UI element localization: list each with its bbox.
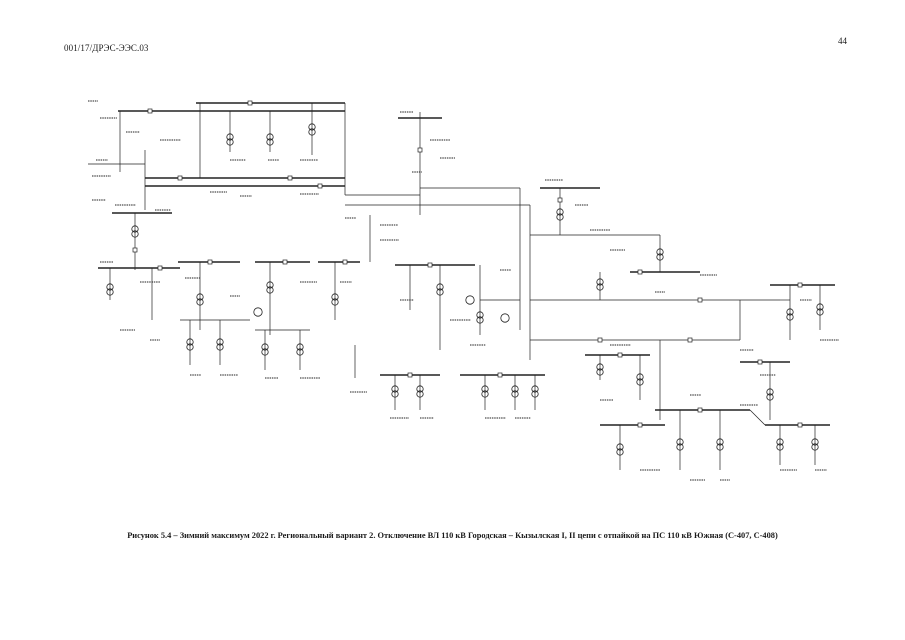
transformer-winding [511, 390, 519, 398]
transformer-winding [308, 123, 316, 131]
transformer-winding [266, 133, 274, 141]
breaker-symbol [697, 297, 703, 303]
figure-caption: Рисунок 5.4 – Зимний максимум 2022 г. Ре… [127, 531, 778, 540]
transformer-winding [636, 378, 644, 386]
page-number: 44 [838, 36, 847, 46]
breaker-symbol [687, 337, 693, 343]
transformer-winding [131, 225, 139, 233]
transformer-winding [511, 385, 519, 393]
schematic-components [88, 100, 839, 481]
transformer-winding [106, 283, 114, 291]
transformer-winding [436, 288, 444, 296]
transformer-winding [266, 286, 274, 294]
transformer-winding [391, 385, 399, 393]
generator-symbol [253, 307, 263, 317]
breaker-symbol [247, 100, 253, 106]
transformer-winding [531, 385, 539, 393]
breaker-symbol [407, 372, 413, 378]
breaker-symbol [317, 183, 323, 189]
transformer-winding [766, 388, 774, 396]
breaker-symbol [282, 259, 288, 265]
transformer-winding [216, 338, 224, 346]
transformer-winding [531, 390, 539, 398]
transformer-winding [776, 443, 784, 451]
transformer-winding [476, 311, 484, 319]
breaker-symbol [637, 269, 643, 275]
generator-symbol [500, 313, 510, 323]
breaker-symbol [147, 108, 153, 114]
transformer-winding [416, 390, 424, 398]
transformer-winding [786, 313, 794, 321]
transformer-winding [261, 348, 269, 356]
transformer-winding [676, 438, 684, 446]
transformer-winding [596, 283, 604, 291]
transformer-winding [596, 363, 604, 371]
transformer-winding [616, 448, 624, 456]
breaker-symbol [757, 359, 763, 365]
transformer-winding [261, 343, 269, 351]
breaker-symbol [157, 265, 163, 271]
transformer-winding [716, 443, 724, 451]
transformer-winding [776, 438, 784, 446]
transformer-winding [616, 443, 624, 451]
schematic-bus-lines [88, 102, 835, 470]
transformer-winding [196, 293, 204, 301]
breaker-symbol [342, 259, 348, 265]
transformer-winding [596, 368, 604, 376]
document-code: 001/17/ДРЭС-ЭЭС.03 [64, 43, 149, 53]
transformer-winding [106, 288, 114, 296]
transformer-winding [296, 343, 304, 351]
transformer-winding [331, 298, 339, 306]
transformer-winding [596, 278, 604, 286]
transformer-winding [481, 385, 489, 393]
transformer-winding [716, 438, 724, 446]
transformer-winding [766, 393, 774, 401]
generator-symbol [465, 295, 475, 305]
breaker-symbol [177, 175, 183, 181]
breaker-symbol [557, 197, 563, 203]
breaker-symbol [597, 337, 603, 343]
breaker-symbol [132, 247, 138, 253]
breaker-symbol [797, 282, 803, 288]
transformer-winding [266, 138, 274, 146]
transformer-winding [481, 390, 489, 398]
transformer-winding [476, 316, 484, 324]
transformer-winding [186, 343, 194, 351]
transformer-winding [676, 443, 684, 451]
transformer-winding [226, 138, 234, 146]
breaker-symbol [427, 262, 433, 268]
transformer-winding [816, 308, 824, 316]
transformer-winding [186, 338, 194, 346]
transformer-winding [131, 230, 139, 238]
transformer-winding [331, 293, 339, 301]
transformer-winding [556, 208, 564, 216]
transformer-winding [216, 343, 224, 351]
breaker-symbol [697, 407, 703, 413]
breaker-symbol [617, 352, 623, 358]
breaker-symbol [417, 147, 423, 153]
transformer-winding [391, 390, 399, 398]
transformer-winding [636, 373, 644, 381]
transformer-winding [656, 248, 664, 256]
transformer-winding [656, 253, 664, 261]
breaker-symbol [207, 259, 213, 265]
breaker-symbol [797, 422, 803, 428]
transformer-winding [266, 281, 274, 289]
transformer-winding [556, 213, 564, 221]
transformer-winding [308, 128, 316, 136]
transformer-winding [416, 385, 424, 393]
transformer-winding [811, 443, 819, 451]
transformer-winding [196, 298, 204, 306]
transformer-winding [811, 438, 819, 446]
breaker-symbol [287, 175, 293, 181]
transformer-winding [296, 348, 304, 356]
transformer-winding [786, 308, 794, 316]
breaker-symbol [637, 422, 643, 428]
breaker-symbol [497, 372, 503, 378]
transformer-winding [226, 133, 234, 141]
transformer-winding [436, 283, 444, 291]
transformer-winding [816, 303, 824, 311]
